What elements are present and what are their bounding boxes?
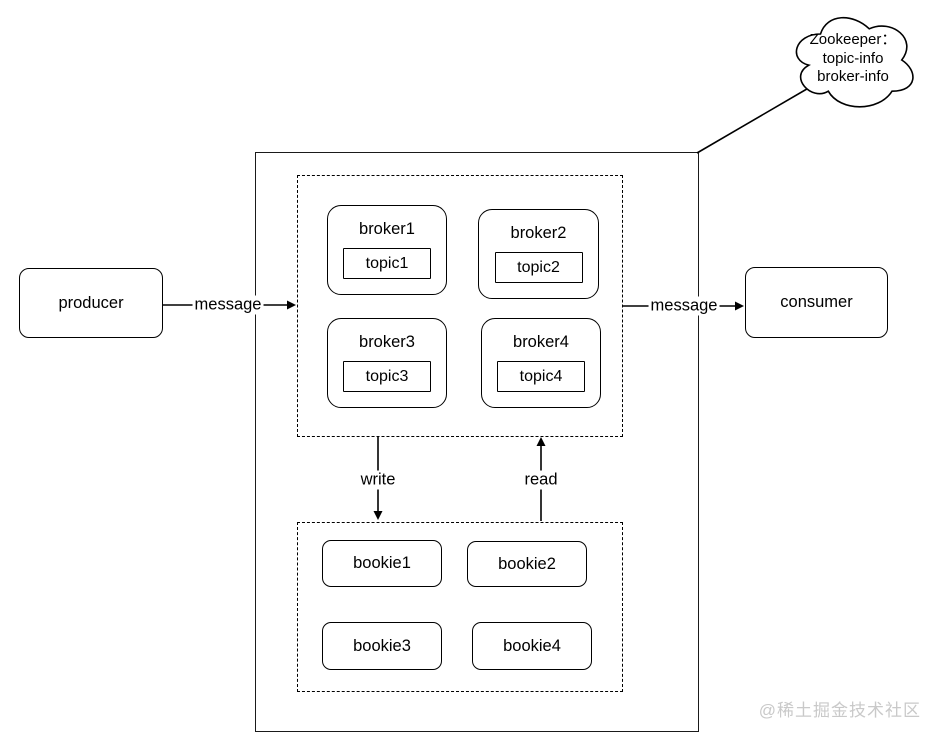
topic2-node: topic2 <box>494 252 583 283</box>
topic4-label: topic4 <box>519 367 563 385</box>
topic1-label: topic1 <box>365 254 409 272</box>
zookeeper-broker-info: broker-info <box>817 68 889 85</box>
broker1-node: broker1 topic1 <box>327 205 447 295</box>
bookie3-node: bookie3 <box>322 622 442 670</box>
bookie4-node: bookie4 <box>472 622 592 670</box>
bookie2-node: bookie2 <box>467 541 587 587</box>
producer-label: producer <box>58 293 124 312</box>
topic4-node: topic4 <box>497 361 585 392</box>
connector-cluster-to-zookeeper <box>696 85 813 154</box>
broker1-label: broker1 <box>359 220 415 238</box>
producer-node: producer <box>19 268 163 338</box>
pulsar-cluster-boundary <box>255 152 699 732</box>
broker3-label: broker3 <box>359 333 415 351</box>
watermark: @稀土掘金技术社区 <box>758 701 921 720</box>
topic1-node: topic1 <box>343 248 431 279</box>
bookie1-label: bookie1 <box>353 554 411 572</box>
consumer-label: consumer <box>780 293 853 311</box>
bookie2-label: bookie2 <box>498 554 556 573</box>
broker2-label: broker2 <box>510 224 567 242</box>
edge-label-message-right: message <box>648 296 720 316</box>
bookie3-label: bookie3 <box>353 636 411 655</box>
edge-label-read: read <box>522 470 560 490</box>
bookie4-label: bookie4 <box>503 636 561 655</box>
bookie-group-boundary <box>297 522 623 692</box>
broker3-node: broker3 topic3 <box>327 318 447 408</box>
bookie1-node: bookie1 <box>322 540 442 587</box>
zookeeper-topic-info: topic-info <box>822 49 884 67</box>
topic3-label: topic3 <box>365 367 409 385</box>
broker4-label: broker4 <box>513 333 569 351</box>
topic2-label: topic2 <box>517 258 560 276</box>
broker4-node: broker4 topic4 <box>481 318 601 408</box>
zookeeper-cloud-text: Zookeeper： topic-info broker-info <box>786 31 920 87</box>
edge-label-message-left: message <box>192 295 264 315</box>
edge-label-write: write <box>358 470 398 490</box>
consumer-node: consumer <box>745 267 888 338</box>
zookeeper-title: Zookeeper： <box>809 31 897 48</box>
topic3-node: topic3 <box>343 361 431 392</box>
broker2-node: broker2 topic2 <box>478 209 599 299</box>
